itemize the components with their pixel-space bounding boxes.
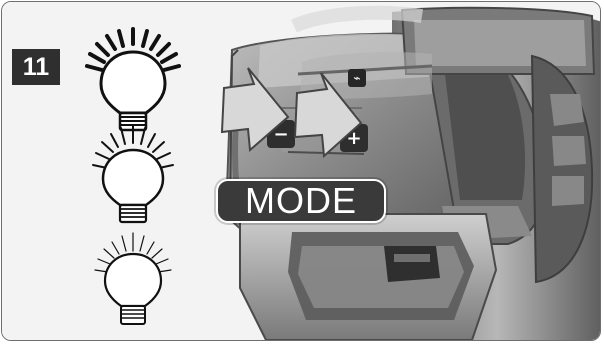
left-press-arrow-icon — [222, 68, 288, 150]
mode-label: MODE — [216, 179, 386, 223]
right-press-arrow-icon — [295, 73, 361, 156]
press-arrows — [2, 2, 601, 341]
